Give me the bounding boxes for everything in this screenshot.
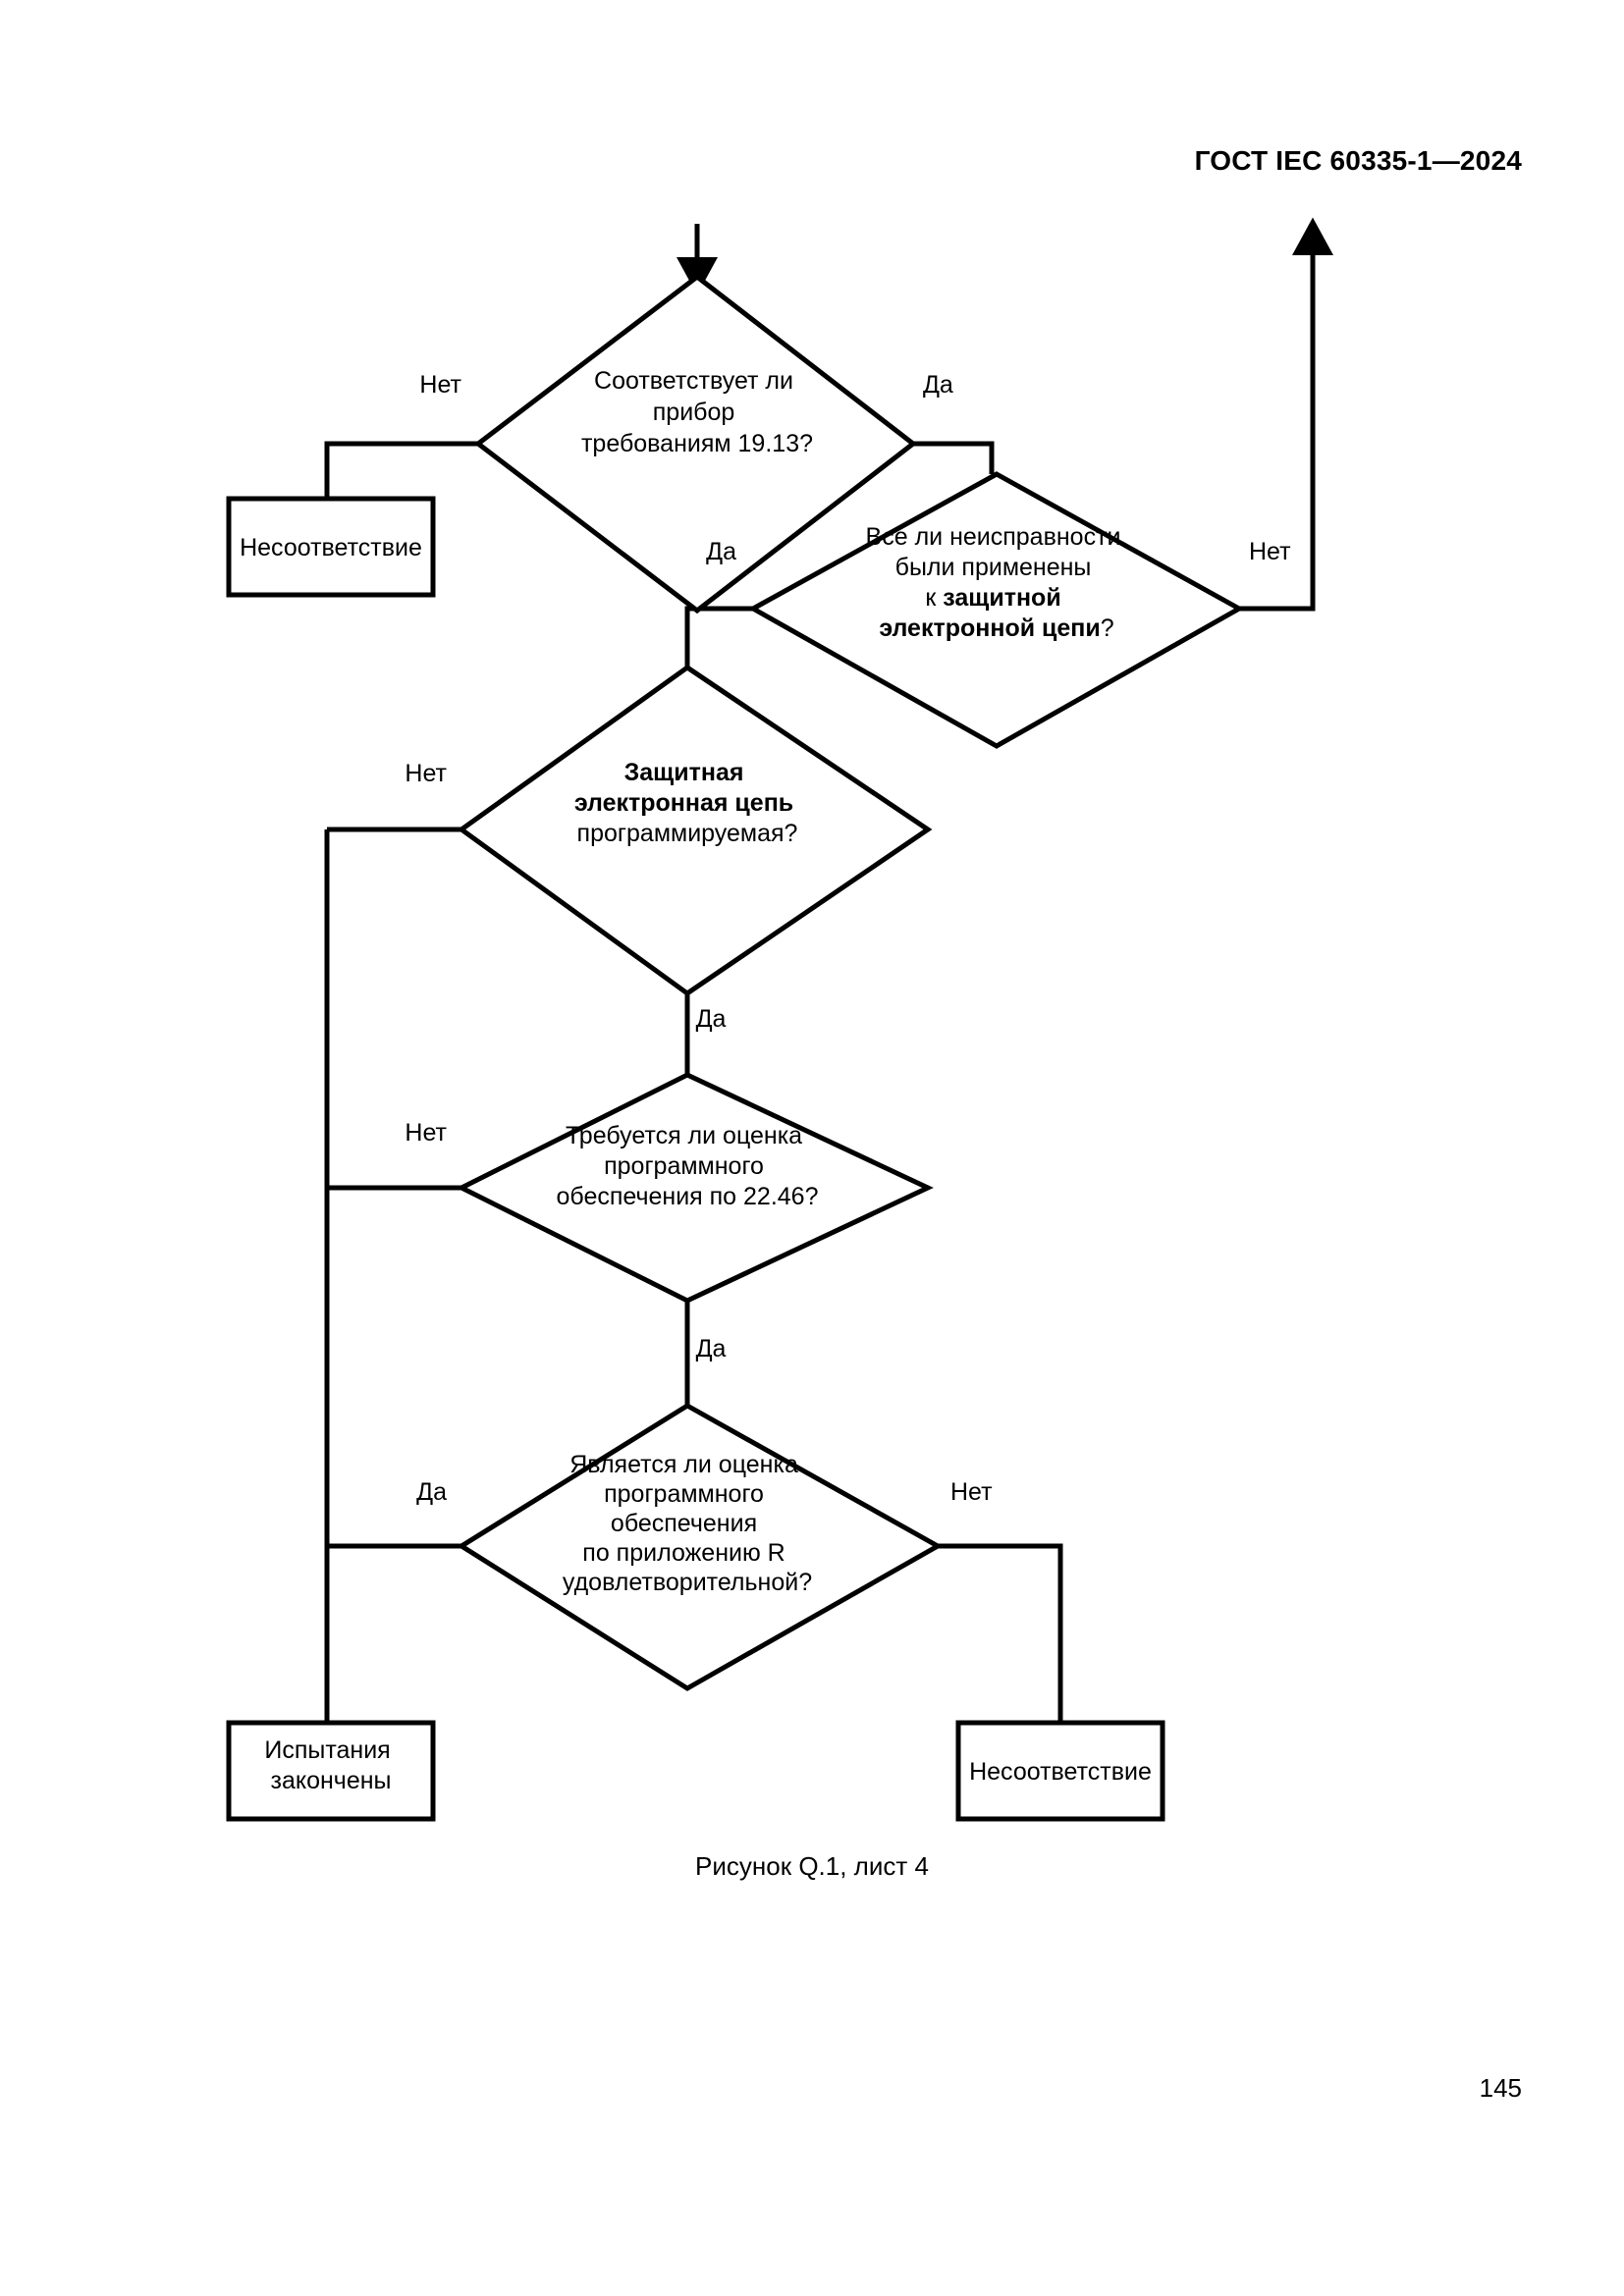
d5-line-3: обеспечения bbox=[611, 1510, 757, 1537]
d3-line-3: программируемая? bbox=[577, 820, 798, 847]
branch-label-d4-yes: Да bbox=[696, 1335, 727, 1362]
branch-label-d2-no: Нет bbox=[1249, 538, 1291, 565]
d2-line-2: были применены bbox=[895, 554, 1092, 581]
edge-d1-yes-to-d2 bbox=[913, 441, 995, 474]
edge-d2-yes-to-d3 bbox=[684, 606, 753, 667]
process-tests-complete-label: Испытания закончены bbox=[264, 1736, 397, 1794]
decision-d2-label: Все ли неисправности были применены к за… bbox=[866, 523, 1128, 642]
d2-line-3-bold: защитной bbox=[943, 584, 1060, 612]
decision-d1-shape bbox=[473, 273, 918, 614]
process-nonconformity-top-label: Несоответствие bbox=[240, 534, 422, 561]
b2-line-1: Испытания bbox=[264, 1736, 390, 1764]
branch-label-d1-no: Нет bbox=[419, 371, 461, 399]
d2-line-4: электронной цепи? bbox=[879, 614, 1113, 642]
process-tests-complete-shape bbox=[226, 1720, 436, 1822]
branch-label-d3-yes: Да bbox=[696, 1005, 727, 1033]
edge-d2-no-return-up bbox=[1239, 217, 1333, 612]
d1-line-3: требованиям 19.13? bbox=[581, 430, 813, 457]
branch-label-d3-no: Нет bbox=[405, 760, 447, 787]
d2-line-3-plain: к bbox=[925, 584, 943, 612]
branch-label-d5-no: Нет bbox=[950, 1478, 993, 1506]
b2-line-2: закончены bbox=[271, 1767, 392, 1794]
branch-label-d1-yes: Да bbox=[923, 371, 953, 399]
d2-line-4-bold: электронной цепи bbox=[879, 614, 1100, 642]
d2-line-3: к защитной bbox=[925, 584, 1060, 612]
branch-label-d4-no: Нет bbox=[405, 1119, 447, 1147]
d5-line-1: Является ли оценка bbox=[569, 1451, 798, 1478]
edge-d5-no-to-nonconformity bbox=[938, 1543, 1063, 1723]
d4-line-3: обеспечения по 22.46? bbox=[557, 1183, 819, 1210]
process-nonconformity-top-shape bbox=[226, 496, 436, 598]
branch-label-d5-yes: Да bbox=[416, 1478, 447, 1506]
document-header-standard-number: ГОСТ IEC 60335-1—2024 bbox=[1194, 145, 1522, 176]
d1-line-2: прибор bbox=[653, 399, 735, 426]
decision-d3-label: Защитная электронная цепь программируема… bbox=[574, 759, 800, 847]
decision-d5-label: Является ли оценка программного обеспече… bbox=[563, 1451, 812, 1596]
process-nonconformity-bottom-label: Несоответствие bbox=[969, 1758, 1152, 1786]
d5-line-2: программного bbox=[604, 1480, 764, 1508]
d1-line-1: Соответствует ли bbox=[594, 367, 793, 395]
d4-line-2: программного bbox=[604, 1152, 764, 1180]
decision-d3-shape bbox=[457, 664, 933, 997]
d5-line-5: удовлетворительной? bbox=[563, 1569, 812, 1596]
decision-d2-shape bbox=[747, 471, 1245, 749]
figure-caption: Рисунок Q.1, лист 4 bbox=[695, 1851, 929, 1881]
d5-line-4: по приложению R bbox=[582, 1539, 785, 1567]
d2-line-1: Все ли неисправности bbox=[866, 523, 1121, 551]
d4-line-1: Требуется ли оценка bbox=[566, 1122, 802, 1149]
edge-d1-no-to-nonconformity bbox=[324, 441, 478, 499]
branch-label-d2-yes: Да bbox=[706, 538, 736, 565]
process-nonconformity-bottom-shape bbox=[955, 1720, 1165, 1822]
decision-d4-shape bbox=[456, 1072, 934, 1304]
d2-line-4-plain: ? bbox=[1101, 614, 1114, 642]
page-number: 145 bbox=[1479, 2073, 1522, 2103]
d3-line-2: электронная цепь bbox=[574, 789, 793, 817]
d3-line-1: Защитная bbox=[624, 759, 744, 786]
decision-d1-label: Соответствует ли прибор требованиям 19.1… bbox=[581, 367, 813, 457]
decision-d5-shape bbox=[457, 1403, 944, 1691]
decision-d4-label: Требуется ли оценка программного обеспеч… bbox=[557, 1122, 819, 1210]
